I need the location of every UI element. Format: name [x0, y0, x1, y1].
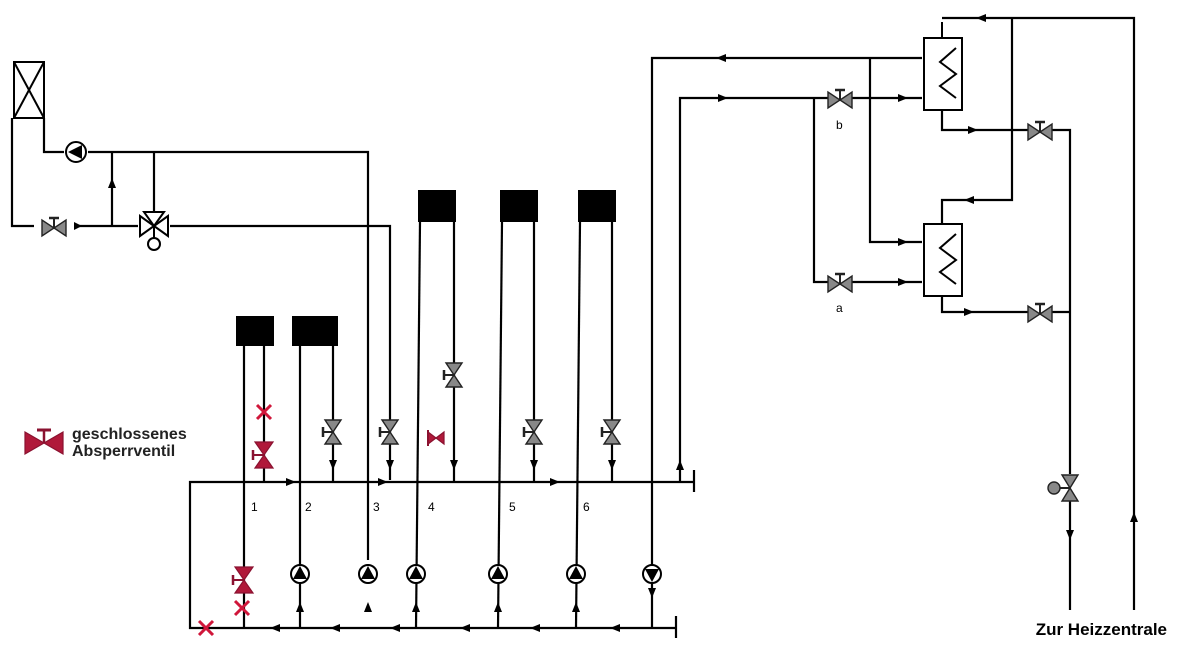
circuit-labels: 1 2 3 4 5 6: [251, 500, 590, 514]
circuit-label-6: 6: [583, 500, 590, 514]
pump-3-icon: [358, 564, 378, 584]
legend-text: geschlossenes Absperrventil: [72, 426, 187, 460]
valve-hx-top-icon: [1026, 120, 1054, 142]
circuit-4: [412, 190, 458, 629]
legend: geschlossenes Absperrventil: [24, 426, 212, 460]
pump-5-icon: [488, 564, 508, 584]
supply-header: [188, 470, 696, 624]
circuit-6: [572, 190, 616, 629]
pump-6-icon: [566, 564, 586, 584]
air-handler-loop: [10, 61, 392, 560]
valve-4-icon: [442, 361, 464, 389]
closed-valve-4-icon: [427, 430, 445, 446]
riser-pipes: [648, 54, 922, 628]
circuit-label-2: 2: [305, 500, 312, 514]
circuit-label-5: 5: [509, 500, 516, 514]
circuit-label-1: 1: [251, 500, 258, 514]
heat-exchanger-bottom-icon: [923, 223, 963, 297]
shutoff-valve-left-icon: [40, 216, 68, 238]
valve-b-icon: [826, 88, 854, 110]
heat-exchanger-top-icon: [923, 22, 963, 111]
footer-label: Zur Heizzentrale: [1035, 620, 1167, 639]
closed-valve-1a-icon: [251, 440, 275, 470]
valve-hx-bottom-icon: [1026, 302, 1054, 324]
circuit-3: [364, 460, 394, 612]
circuit-5: [494, 190, 538, 629]
valve-2-icon: [321, 418, 343, 446]
valve-a-icon: [826, 272, 854, 294]
valve-a-label: a: [836, 301, 843, 315]
closed-mark-1b-icon: [233, 599, 251, 617]
valve-b-label: b: [836, 118, 843, 132]
valve-5-icon: [522, 418, 544, 446]
control-valve-icon: [1047, 474, 1080, 502]
pump-2-icon: [290, 564, 310, 584]
pump-return-icon: [642, 564, 662, 584]
valve-6-icon: [600, 418, 622, 446]
return-header: [188, 616, 678, 638]
closed-valve-legend-icon: [24, 428, 64, 456]
circuit-label-4: 4: [428, 500, 435, 514]
three-way-valve-icon: [139, 211, 169, 251]
pump-4-icon: [406, 564, 426, 584]
closed-valve-1b-icon: [231, 565, 255, 595]
pump-left-icon: [65, 141, 87, 163]
circuit-label-3: 3: [373, 500, 380, 514]
right-pipes: [940, 14, 1138, 610]
valve-3-icon: [378, 418, 400, 446]
circuit-1: [236, 316, 274, 628]
